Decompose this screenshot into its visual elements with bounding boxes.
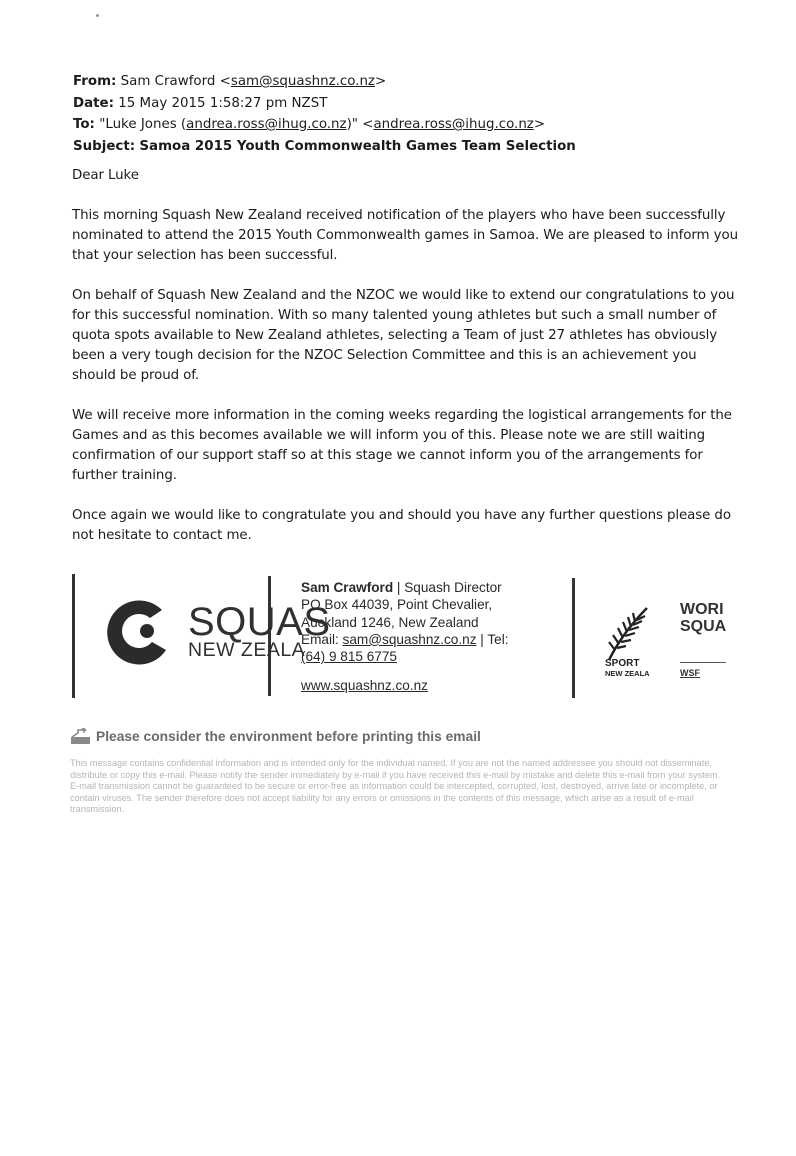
to-line: To: "Luke Jones (andrea.ross@ihug.co.nz)… xyxy=(73,114,576,136)
email-header: From: Sam Crawford <sam@squashnz.co.nz> … xyxy=(73,71,576,157)
phone-link[interactable]: (64) 9 815 6775 xyxy=(301,649,397,665)
date-label: Date: xyxy=(73,95,114,111)
wsf-wordmark: WORI xyxy=(680,601,724,618)
to-mid: )" < xyxy=(346,117,374,132)
legal-disclaimer: This message contains confidential infor… xyxy=(70,758,721,815)
address-line-2: Auckland 1246, New Zealand xyxy=(301,614,479,630)
from-label: From: xyxy=(73,74,117,89)
contact-block: Sam Crawford | Squash Director PO Box 44… xyxy=(301,579,509,695)
to-email-link-2[interactable]: andrea.ross@ihug.co.nz xyxy=(373,117,534,132)
body-paragraph-4: Once again we would like to congratulate… xyxy=(72,508,731,543)
from-name: Sam Crawford < xyxy=(120,74,231,89)
contact-title: | Squash Director xyxy=(393,580,502,595)
from-email-link[interactable]: sam@squashnz.co.nz xyxy=(230,74,375,89)
printer-icon xyxy=(71,728,90,744)
body-paragraph-3: We will receive more information in the … xyxy=(72,408,732,483)
silver-fern-icon xyxy=(607,607,648,661)
contact-name: Sam Crawford xyxy=(301,580,394,595)
subject-value: Samoa 2015 Youth Commonwealth Games Team… xyxy=(139,138,576,154)
greeting: Dear Luke xyxy=(72,168,139,183)
sport-nz-wordmark-sub: NEW ZEALA xyxy=(605,669,650,678)
sport-nz-wordmark: SPORT xyxy=(605,658,640,669)
to-label: To: xyxy=(73,117,95,132)
subject-label: Subject: xyxy=(73,138,136,154)
scan-speck xyxy=(96,14,99,17)
email-line: Email: sam@squashnz.co.nz | Tel: xyxy=(301,631,509,648)
tel-label: | Tel: xyxy=(476,631,509,647)
to-email-link-1[interactable]: andrea.ross@ihug.co.nz xyxy=(186,117,347,132)
divider-bar xyxy=(268,576,271,696)
divider-bar xyxy=(572,578,575,698)
logo-wordmark: SQUAS xyxy=(188,600,331,644)
date-line: Date: 15 May 2015 1:58:27 pm NZST xyxy=(73,93,576,115)
wsf-wordmark-sub: SQUA xyxy=(680,618,727,635)
signature-email-link[interactable]: sam@squashnz.co.nz xyxy=(342,631,477,647)
date-value: 15 May 2015 1:58:27 pm NZST xyxy=(118,95,328,111)
to-close: > xyxy=(533,117,546,132)
to-prefix: "Luke Jones ( xyxy=(99,117,187,132)
email-label: Email: xyxy=(301,631,343,647)
environment-note-text: Please consider the environment before p… xyxy=(96,729,481,744)
wsf-rule xyxy=(680,662,726,663)
from-line: From: Sam Crawford <sam@squashnz.co.nz> xyxy=(73,71,576,93)
logo-wordmark-sub: NEW ZEALA xyxy=(188,639,306,661)
website-link[interactable]: www.squashnz.co.nz xyxy=(301,678,428,694)
squash-logo-icon xyxy=(107,600,166,665)
divider-bar xyxy=(72,574,75,698)
subject-line: Subject: Samoa 2015 Youth Commonwealth G… xyxy=(73,136,576,158)
from-close: > xyxy=(374,74,387,89)
address-line-1: PO Box 44039, Point Chevalier, xyxy=(301,597,493,613)
wsf-abbrev: WSF xyxy=(680,668,700,678)
contact-name-line: Sam Crawford | Squash Director xyxy=(301,579,509,596)
body-paragraph-1: This morning Squash New Zealand received… xyxy=(72,208,738,263)
email-body: Dear Luke This morning Squash New Zealan… xyxy=(72,166,744,566)
email-signature: SQUAS NEW ZEALA Sam Crawford | Squash Di… xyxy=(60,574,740,702)
body-paragraph-2: On behalf of Squash New Zealand and the … xyxy=(72,288,735,383)
